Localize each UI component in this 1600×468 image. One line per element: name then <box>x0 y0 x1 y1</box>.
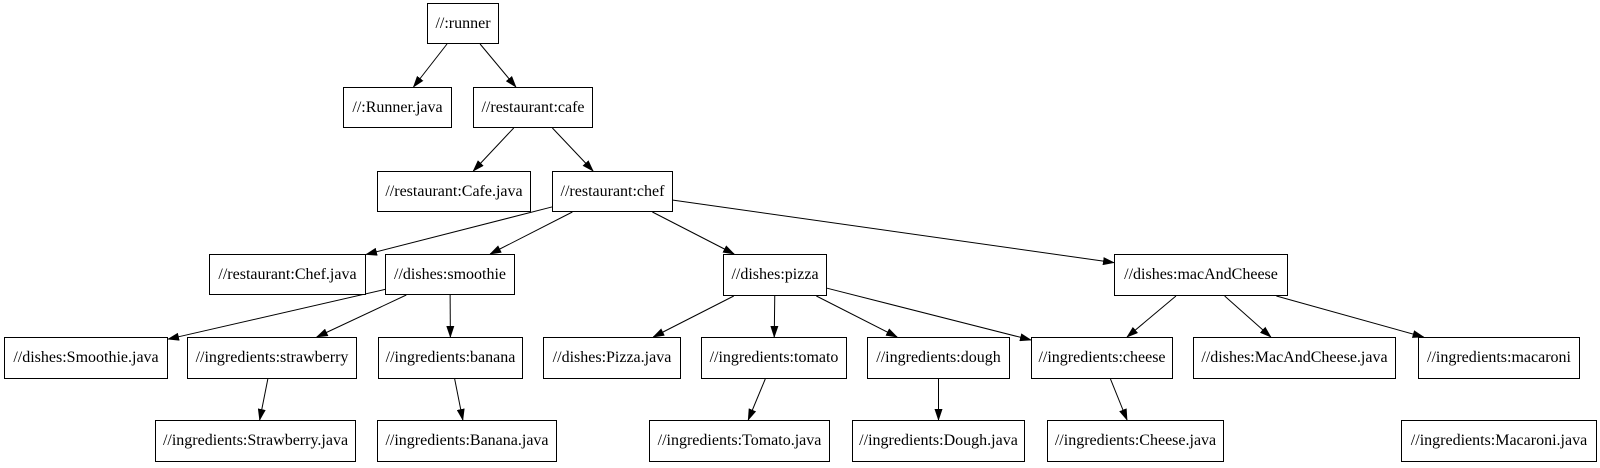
graph-node-cheese_java: //ingredients:Cheese.java <box>1047 420 1224 462</box>
graph-node-label: //ingredients:Dough.java <box>859 432 1018 449</box>
graph-node-label: //ingredients:Cheese.java <box>1054 432 1217 449</box>
graph-node-label: //ingredients:Macaroni.java <box>1410 432 1588 449</box>
graph-node-label: //ingredients:dough <box>876 349 1001 366</box>
graph-node-label: //dishes:Pizza.java <box>552 349 672 366</box>
graph-node-label: //ingredients:strawberry <box>195 349 349 366</box>
graph-node-label: //ingredients:Strawberry.java <box>162 432 349 449</box>
graph-edge-smoothie-strawberry <box>315 294 407 338</box>
graph-edge-cafe-cafe_java <box>472 127 515 172</box>
graph-edge-pizza-cheese <box>826 287 1032 342</box>
graph-edge-chef-smoothie <box>489 211 573 255</box>
graph-node-pizza: //dishes:pizza <box>723 254 827 296</box>
graph-node-label: //ingredients:tomato <box>709 349 839 366</box>
graph-node-macaroni: //ingredients:macaroni <box>1418 337 1580 379</box>
graph-node-label: //ingredients:cheese <box>1038 349 1166 366</box>
graph-node-macandcheese_java: //dishes:MacAndCheese.java <box>1193 337 1396 379</box>
graph-node-chef_java: //restaurant:Chef.java <box>209 254 366 295</box>
graph-node-label: //ingredients:Tomato.java <box>657 432 822 449</box>
graph-edge-smoothie-smoothie_java <box>167 288 386 341</box>
graph-node-tomato_java: //ingredients:Tomato.java <box>649 420 830 462</box>
graph-node-pizza_java: //dishes:Pizza.java <box>543 337 681 379</box>
graph-node-label: //dishes:MacAndCheese.java <box>1201 349 1388 366</box>
graph-edge-cafe-chef <box>552 127 594 172</box>
graph-node-label: //ingredients:macaroni <box>1427 349 1571 366</box>
graph-edge-macandcheese-cheese <box>1126 295 1177 338</box>
graph-node-label: //dishes:Smoothie.java <box>13 349 159 366</box>
graph-node-label: //dishes:smoothie <box>394 265 506 283</box>
graph-node-runner_java: //:Runner.java <box>343 87 452 128</box>
graph-node-banana: //ingredients:banana <box>378 337 523 379</box>
graph-edge-strawberry-strawberry_java <box>257 378 269 421</box>
graph-edge-cheese-cheese_java <box>1110 378 1128 421</box>
graph-edge-tomato-tomato_java <box>747 378 766 421</box>
graph-node-label: //ingredients:Banana.java <box>385 432 549 449</box>
graph-edge-macandcheese-macandcheese_java <box>1224 295 1272 338</box>
graph-node-strawberry: //ingredients:strawberry <box>187 337 357 379</box>
graph-edge-banana-banana_java <box>454 378 465 421</box>
graph-edge-runner-cafe <box>479 43 517 88</box>
graph-node-cheese: //ingredients:cheese <box>1031 337 1173 379</box>
graph-node-label: //ingredients:banana <box>385 349 516 366</box>
graph-node-label: //restaurant:chef <box>560 182 665 200</box>
graph-edge-chef-pizza <box>652 211 736 255</box>
graph-node-tomato: //ingredients:tomato <box>701 337 847 379</box>
graph-node-smoothie: //dishes:smoothie <box>385 254 515 295</box>
graph-node-label: //dishes:macAndCheese <box>1124 266 1278 283</box>
graph-node-label: //restaurant:Cafe.java <box>385 182 523 200</box>
graph-edge-pizza-pizza_java <box>652 295 734 338</box>
graph-node-runner: //:runner <box>427 3 499 44</box>
graph-node-strawberry_java: //ingredients:Strawberry.java <box>155 420 356 462</box>
graph-node-dough: //ingredients:dough <box>867 337 1010 379</box>
graph-node-label: //:runner <box>435 14 491 32</box>
graph-edge-pizza-dough <box>816 295 899 338</box>
graph-node-cafe_java: //restaurant:Cafe.java <box>377 171 531 212</box>
graph-node-macandcheese: //dishes:macAndCheese <box>1114 254 1288 296</box>
graph-node-label: //restaurant:cafe <box>481 98 585 116</box>
graph-edge-runner-runner_java <box>412 43 448 88</box>
graph-edge-chef-chef_java <box>365 206 553 256</box>
graph-node-label: //dishes:pizza <box>731 266 819 283</box>
graph-node-cafe: //restaurant:cafe <box>473 87 593 128</box>
graph-node-chef: //restaurant:chef <box>552 171 673 212</box>
graph-node-macaroni_java: //ingredients:Macaroni.java <box>1401 420 1597 462</box>
graph-edge-chef-macandcheese <box>672 199 1115 266</box>
graph-node-dough_java: //ingredients:Dough.java <box>852 420 1025 462</box>
graph-node-smoothie_java: //dishes:Smoothie.java <box>4 337 168 379</box>
graph-node-label: //:Runner.java <box>352 98 443 116</box>
graph-edge-macandcheese-macaroni <box>1276 295 1425 338</box>
graph-node-banana_java: //ingredients:Banana.java <box>377 420 557 462</box>
graph-node-label: //restaurant:Chef.java <box>218 265 357 283</box>
